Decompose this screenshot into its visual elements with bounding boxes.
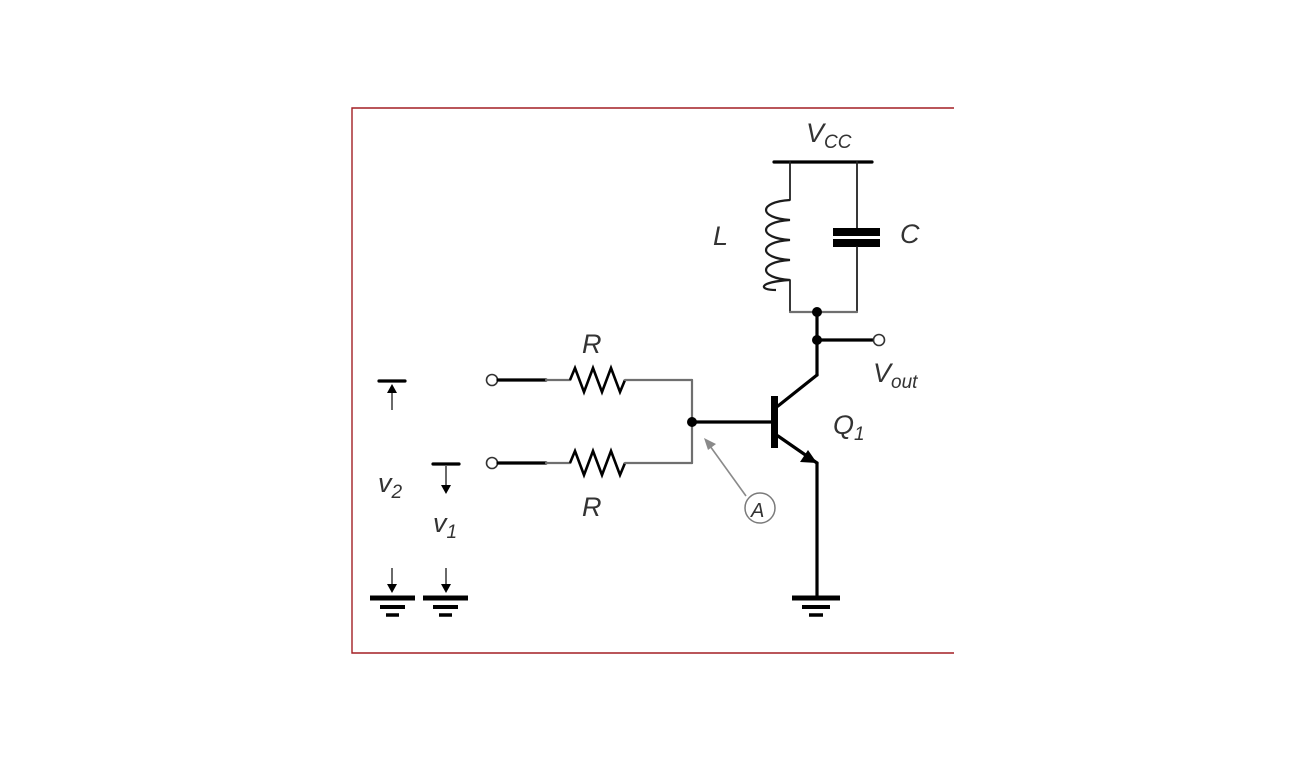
resistor-bottom-label: R: [582, 492, 602, 522]
transistor-q1: [771, 373, 819, 600]
callout-a-arrow-icon: [704, 438, 716, 450]
capacitor-bottom-plate: [833, 239, 880, 247]
diagram-frame: [351, 107, 954, 654]
v1-label: v1: [433, 508, 457, 543]
input-terminal-top: [485, 373, 499, 387]
capacitor-c: [833, 161, 880, 313]
inductor-label: L: [713, 221, 728, 251]
transistor-label: Q1: [833, 410, 865, 445]
vcc-label-main: V: [806, 118, 827, 148]
ground-icon-v2: [370, 595, 415, 617]
v2-label: v2: [378, 468, 403, 503]
vout-label-sub: out: [891, 372, 918, 393]
source-v1: [431, 462, 461, 593]
v2-up-arrow-icon: [387, 384, 397, 393]
vout-label: Vout: [873, 358, 918, 393]
vout-terminal: [872, 333, 886, 347]
transistor-base-bar: [771, 396, 778, 448]
input-terminal-bottom: [485, 456, 499, 470]
vcc-label: VCC: [806, 118, 852, 153]
node-a: [687, 417, 697, 427]
v1-down-arrow-icon: [441, 485, 451, 494]
ground-icon-v1: [423, 595, 468, 617]
callout-a-label: A: [750, 500, 764, 522]
callout-a-ring: [744, 492, 776, 524]
transistor-label-sub: 1: [854, 424, 865, 445]
inductor-coil: [762, 198, 791, 292]
transistor-collector-lead: [776, 373, 819, 408]
callout-a-leader: [709, 445, 747, 497]
resistor-bottom: [485, 447, 694, 479]
resistor-top-zigzag: [568, 364, 627, 396]
v2-label-sub: 2: [391, 482, 403, 503]
resistor-bottom-zigzag: [568, 447, 627, 479]
v1-label-main: v: [433, 508, 448, 538]
capacitor-label: C: [900, 219, 920, 249]
emitter-arrow-icon: [800, 450, 817, 463]
v2-label-main: v: [378, 468, 393, 498]
transistor-label-main: Q: [833, 410, 854, 440]
ground-icon-emitter: [792, 595, 840, 617]
v2-down-arrow-icon: [387, 584, 397, 593]
resistor-top: [485, 364, 694, 396]
v1-bottom-arrow-icon: [441, 584, 451, 593]
capacitor-top-plate: [833, 228, 880, 236]
resistor-top-label: R: [582, 329, 602, 359]
source-v2: [377, 379, 407, 593]
inductor-l: [762, 161, 791, 313]
vcc-label-sub: CC: [824, 132, 852, 153]
v1-label-sub: 1: [447, 522, 458, 543]
vout-label-main: V: [873, 358, 894, 388]
